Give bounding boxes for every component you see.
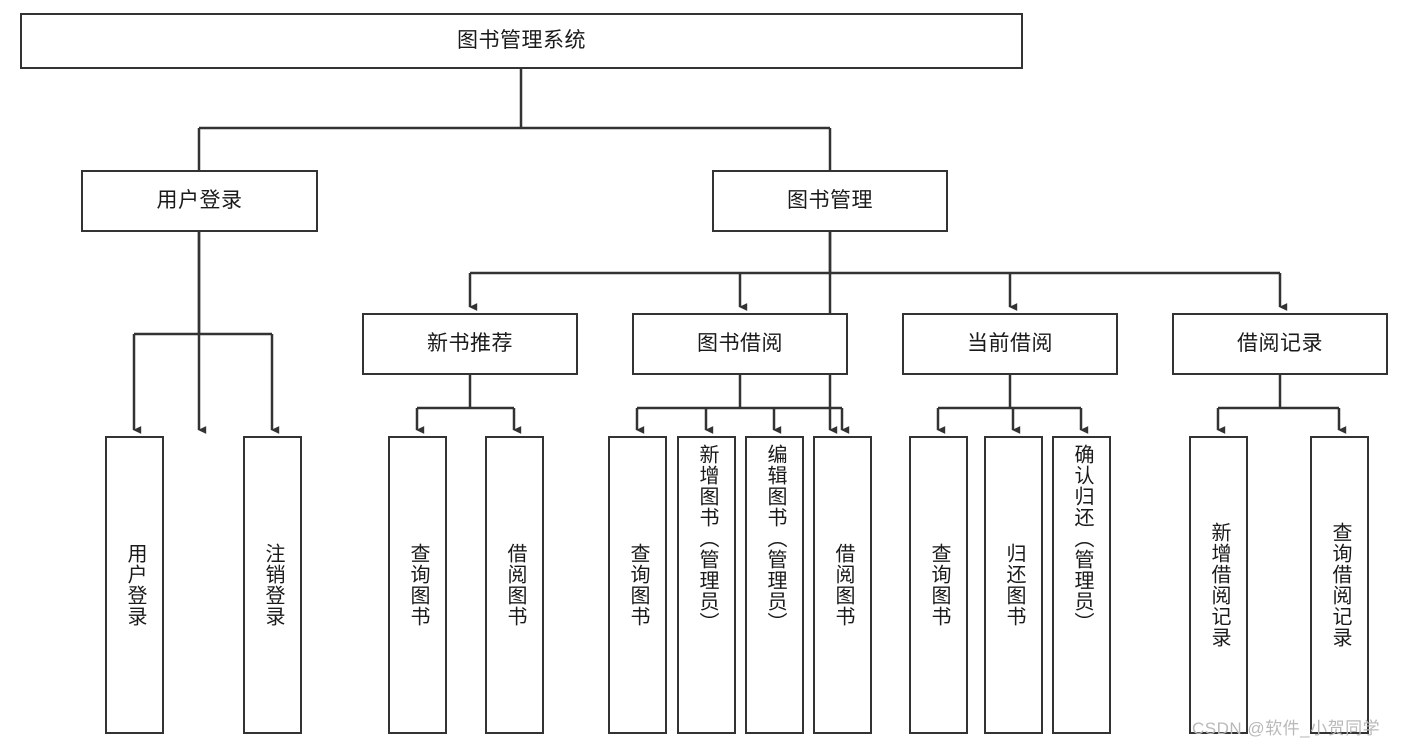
csdn-watermark: CSDN @软件_小贺同学 (1192, 719, 1381, 738)
node-leaf-borrow-book-2-label: 借阅图书 (832, 543, 854, 627)
node-book-borrow[interactable]: 图书借阅 (632, 313, 848, 375)
node-leaf-query-record[interactable]: 查询借阅记录 (1310, 436, 1369, 734)
node-book-manage[interactable]: 图书管理 (712, 170, 948, 232)
node-root[interactable]: 图书管理系统 (20, 13, 1023, 69)
node-leaf-edit-book-label: 编辑图书（管理员） (764, 444, 786, 633)
node-leaf-add-record-label: 新增借阅记录 (1208, 522, 1230, 648)
node-leaf-query-book-2[interactable]: 查询图书 (608, 436, 667, 734)
node-new-book-recommend[interactable]: 新书推荐 (362, 313, 578, 375)
node-borrow-record-label: 借阅记录 (1237, 332, 1323, 356)
node-new-book-recommend-label: 新书推荐 (427, 332, 513, 356)
node-leaf-query-book-1-label: 查询图书 (407, 543, 429, 627)
node-current-borrow[interactable]: 当前借阅 (902, 313, 1118, 375)
node-leaf-add-book-label: 新增图书（管理员） (696, 444, 718, 633)
node-leaf-return-book-label: 归还图书 (1003, 543, 1025, 627)
node-leaf-add-book[interactable]: 新增图书（管理员） (677, 436, 736, 734)
node-leaf-query-book-2-label: 查询图书 (627, 543, 649, 627)
node-leaf-user-login-label: 用户登录 (124, 543, 146, 627)
node-leaf-edit-book[interactable]: 编辑图书（管理员） (745, 436, 804, 734)
node-root-label: 图书管理系统 (457, 29, 586, 53)
node-leaf-query-book-3[interactable]: 查询图书 (909, 436, 968, 734)
node-leaf-logout[interactable]: 注销登录 (243, 436, 302, 734)
node-leaf-query-book-1[interactable]: 查询图书 (388, 436, 447, 734)
node-leaf-query-book-3-label: 查询图书 (928, 543, 950, 627)
node-leaf-borrow-book-1[interactable]: 借阅图书 (485, 436, 544, 734)
node-borrow-record[interactable]: 借阅记录 (1172, 313, 1388, 375)
node-user-login-label: 用户登录 (156, 189, 243, 213)
node-user-login[interactable]: 用户登录 (81, 170, 318, 232)
node-leaf-logout-label: 注销登录 (262, 543, 284, 627)
node-leaf-user-login[interactable]: 用户登录 (105, 436, 164, 734)
node-book-borrow-label: 图书借阅 (697, 332, 783, 356)
node-book-manage-label: 图书管理 (787, 189, 873, 213)
node-leaf-add-record[interactable]: 新增借阅记录 (1189, 436, 1248, 734)
node-leaf-return-book[interactable]: 归还图书 (984, 436, 1043, 734)
node-leaf-confirm-return-label: 确认归还（管理员） (1071, 444, 1093, 633)
node-leaf-borrow-book-2[interactable]: 借阅图书 (813, 436, 872, 734)
node-leaf-confirm-return[interactable]: 确认归还（管理员） (1052, 436, 1111, 734)
node-leaf-borrow-book-1-label: 借阅图书 (504, 543, 526, 627)
node-current-borrow-label: 当前借阅 (967, 332, 1053, 356)
node-leaf-query-record-label: 查询借阅记录 (1329, 522, 1351, 648)
